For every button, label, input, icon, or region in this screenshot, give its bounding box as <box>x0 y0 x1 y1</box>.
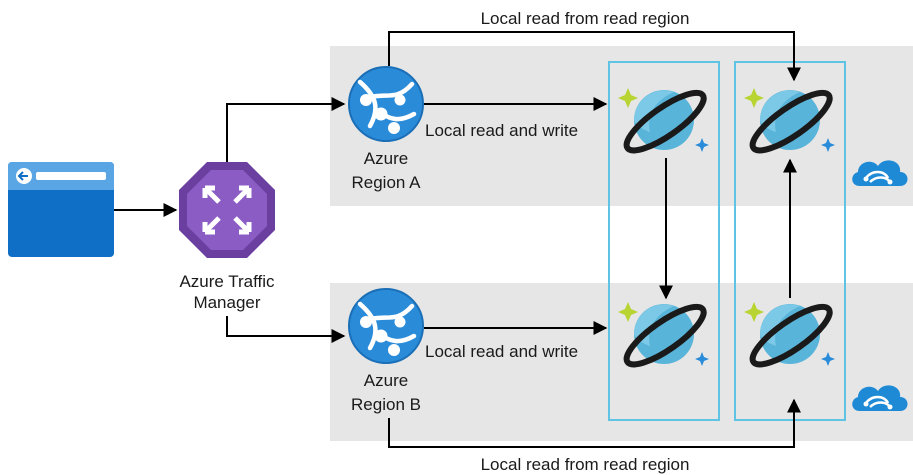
bottom-read-label: Local read from read region <box>481 455 690 474</box>
write-column-border <box>608 61 720 421</box>
traffic-manager-icon <box>179 162 275 258</box>
traffic-manager-label-1: Azure Traffic <box>179 272 275 291</box>
browser-window-icon <box>8 162 114 257</box>
region-a-label-1: Azure <box>364 149 408 168</box>
tm-to-region-b-arrow <box>226 316 346 343</box>
read-column-border <box>734 61 846 421</box>
region-a-app-service-icon <box>349 67 423 141</box>
region-b-app-service-icon <box>349 289 423 363</box>
region-b-label-1: Azure <box>364 371 408 390</box>
top-read-label: Local read from read region <box>481 9 690 28</box>
region-a-rw-label: Local read and write <box>425 121 578 140</box>
region-b-label-2: Region B <box>351 395 421 414</box>
region-b-rw-label: Local read and write <box>425 342 578 361</box>
top-read-arrow <box>388 31 801 82</box>
region-a-label-2: Region A <box>352 173 422 192</box>
bottom-read-arrow <box>388 398 801 448</box>
traffic-manager-label-2: Manager <box>193 293 260 312</box>
tm-to-region-a-arrow <box>226 97 346 162</box>
